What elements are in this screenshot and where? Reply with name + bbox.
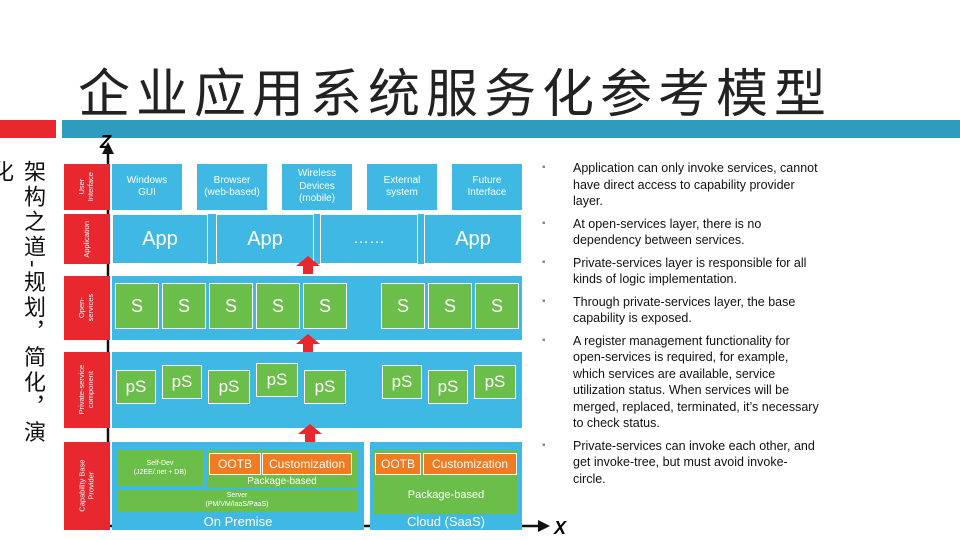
layer-label-capability-base: Capability Base Provider <box>64 442 110 530</box>
note-item: Through private-services layer, the base… <box>540 294 820 327</box>
note-item: Application can only invoke services, ca… <box>540 160 820 210</box>
private-service-3: pS <box>208 370 250 404</box>
app-box-2: App <box>216 214 314 264</box>
ui-item-future: Future Interface <box>452 164 522 210</box>
layer-label-app: Application <box>64 214 110 264</box>
z-axis-label: Z <box>100 132 111 152</box>
notes-list: Application can only invoke services, ca… <box>540 160 820 487</box>
private-service-2: pS <box>162 365 202 399</box>
page-title: 企业应用系统服务化参考模型 <box>78 65 833 125</box>
open-service-5: S <box>303 283 347 329</box>
package-based-label-onprem: Package-based <box>247 476 317 487</box>
layer-label-ui: User Interface <box>64 164 110 210</box>
open-service-6: S <box>381 283 425 329</box>
open-service-8: S <box>475 283 519 329</box>
x-axis-label: X <box>554 518 567 538</box>
open-service-3: S <box>209 283 253 329</box>
ootb-box-onprem: OOTB <box>209 453 261 475</box>
x-axis-arrowhead <box>538 520 550 532</box>
note-item: A register management functionality for … <box>540 333 820 432</box>
z-axis-arrowhead <box>102 142 114 154</box>
open-service-2: S <box>162 283 206 329</box>
ui-item-external: External system <box>367 164 437 210</box>
app-box-3: App <box>424 214 522 264</box>
notes-panel: Application can only invoke services, ca… <box>540 160 820 493</box>
up-arrow-2 <box>296 334 320 354</box>
side-vertical-text: 架构之道-规划，简化，演化 <box>0 160 45 446</box>
ootb-box-cloud: OOTB <box>375 453 421 475</box>
ui-item-wireless: Wireless Devices (mobile) <box>282 164 352 210</box>
customization-box-onprem: Customization <box>262 453 352 475</box>
on-premise-label: On Premise <box>203 514 273 529</box>
note-item: At open-services layer, there is no depe… <box>540 216 820 249</box>
customization-box-cloud: Customization <box>423 453 517 475</box>
note-item: Private-services can invoke each other, … <box>540 438 820 488</box>
private-service-1: pS <box>116 370 156 404</box>
layer-label-private-services: Private-service component <box>64 352 110 428</box>
package-based-label-cloud: Package-based <box>407 489 485 501</box>
layer-label-open-services: Open- services <box>64 276 110 340</box>
private-service-8: pS <box>474 365 516 399</box>
private-service-6: pS <box>382 365 422 399</box>
app-box-1: App <box>112 214 208 264</box>
up-arrow-3 <box>298 424 322 442</box>
private-service-4: pS <box>256 363 298 397</box>
private-service-7: pS <box>428 370 468 404</box>
app-box-ellipsis: …… <box>320 214 418 264</box>
self-dev-box: Self-Dev (J2EE/.net + DB) <box>117 450 203 486</box>
title-red-bar <box>0 120 56 138</box>
title-teal-bar <box>62 120 960 138</box>
ui-item-browser: Browser (web-based) <box>197 164 267 210</box>
cloud-label: Cloud (SaaS) <box>406 514 486 529</box>
ui-item-windows: Windows GUI <box>112 164 182 210</box>
up-arrow-1 <box>296 256 320 274</box>
note-item: Private-services layer is responsible fo… <box>540 255 820 288</box>
open-service-4: S <box>256 283 300 329</box>
open-service-1: S <box>115 283 159 329</box>
private-service-5: pS <box>304 370 346 404</box>
server-box: Server (PM/VM/IaaS/PaaS) <box>117 490 357 512</box>
open-service-7: S <box>428 283 472 329</box>
